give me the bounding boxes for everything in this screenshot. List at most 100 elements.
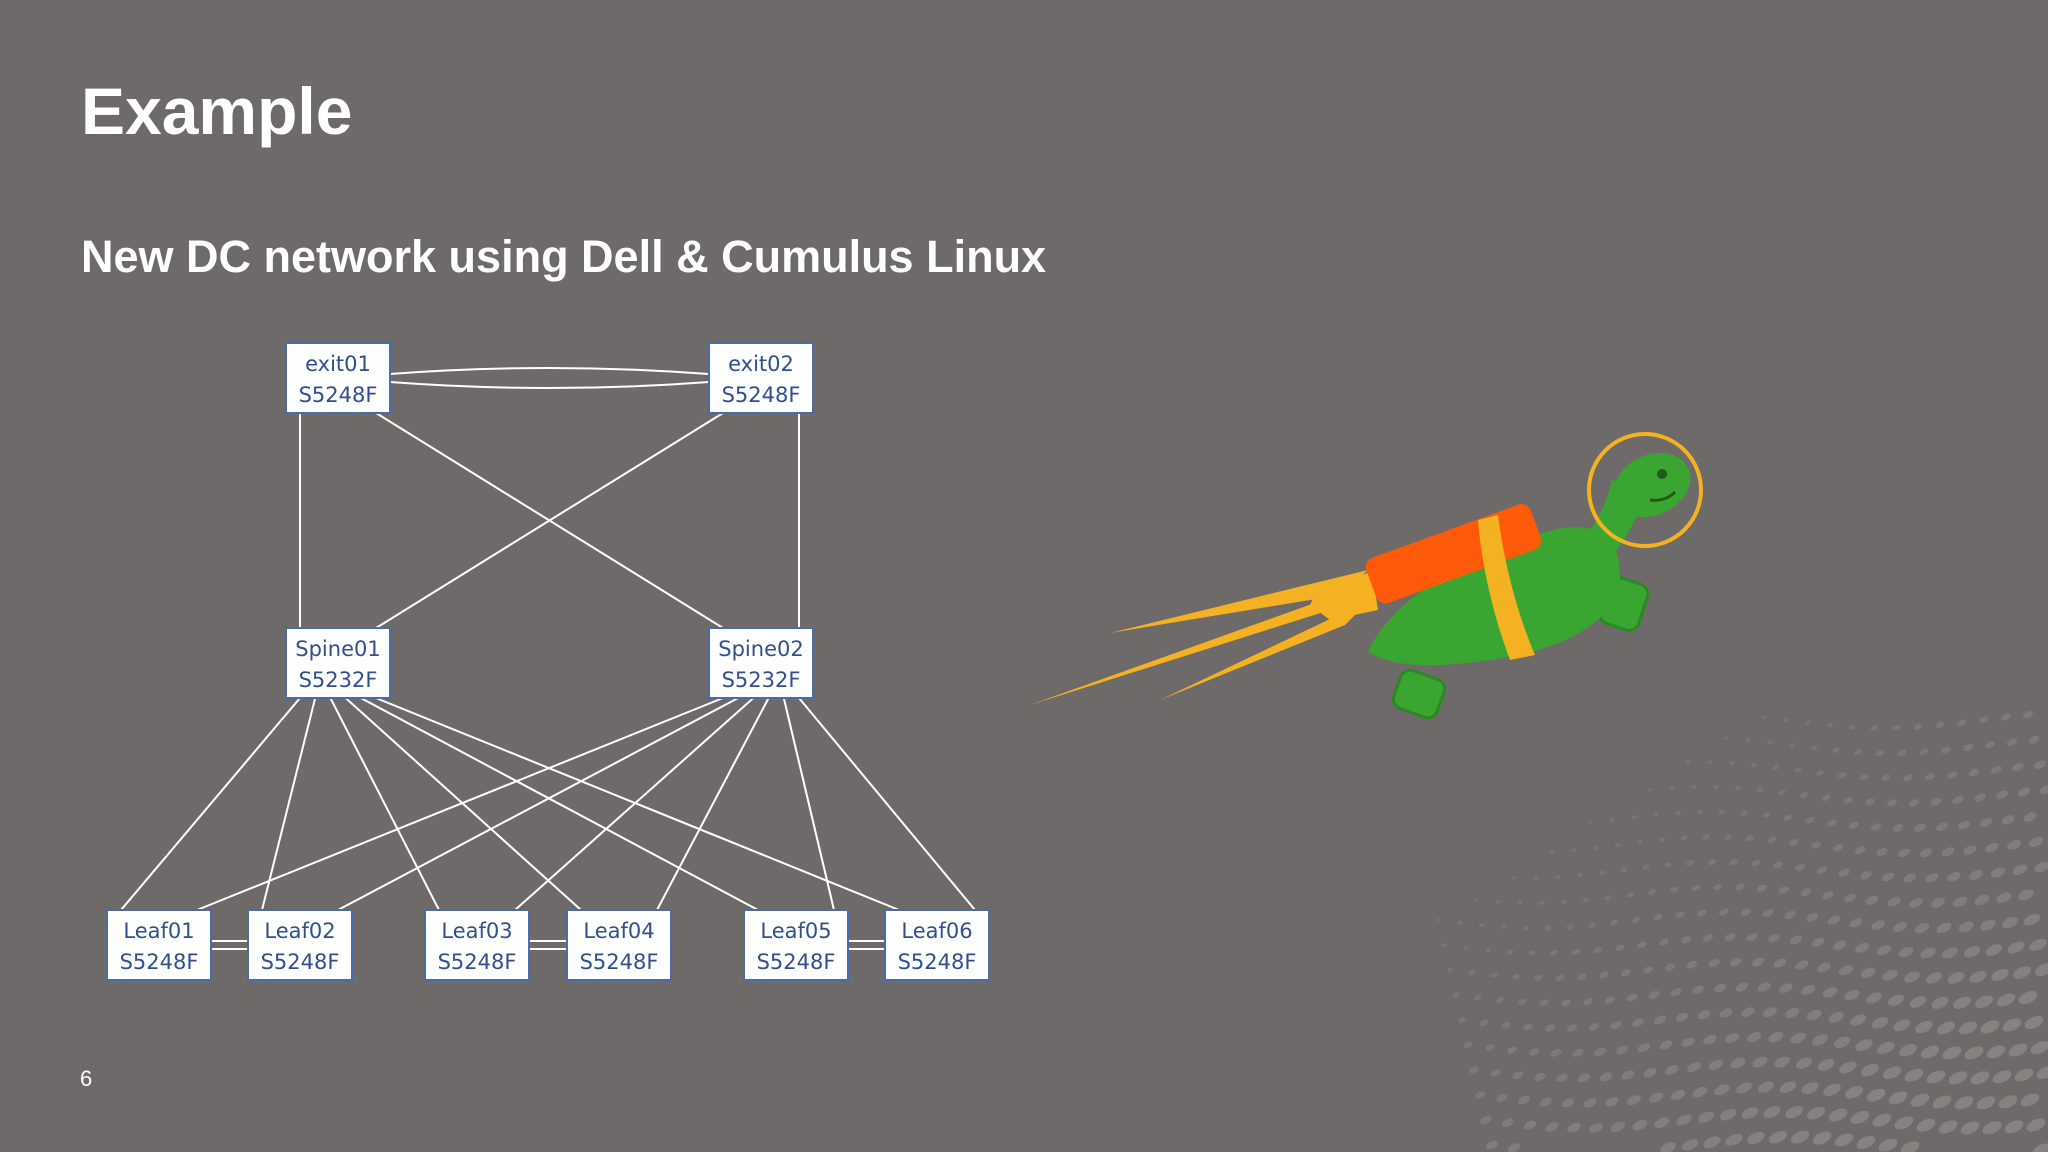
background-dot — [1876, 945, 1892, 956]
background-dot — [1501, 1021, 1511, 1029]
background-dot — [1703, 1034, 1717, 1045]
background-dot — [1523, 1023, 1533, 1031]
background-dot — [1914, 823, 1926, 832]
background-dot — [1915, 1020, 1933, 1034]
background-dot — [1469, 1066, 1479, 1074]
background-dot — [1849, 918, 1863, 928]
background-dot — [1746, 1032, 1762, 1043]
background-dot — [1610, 1121, 1626, 1132]
background-dot — [1457, 920, 1463, 925]
background-dot — [1703, 1136, 1721, 1149]
background-dot — [1941, 746, 1951, 754]
background-dot — [1747, 1131, 1765, 1145]
background-dot — [1881, 872, 1895, 882]
background-dot — [1757, 1081, 1775, 1093]
node-model: S5248F — [898, 950, 977, 974]
link-exit01-exit02 — [389, 367, 710, 375]
background-dot — [1490, 1069, 1502, 1077]
background-dot — [1533, 875, 1539, 880]
node-name: Leaf04 — [583, 919, 654, 943]
background-dot — [1936, 922, 1952, 934]
background-dot — [1774, 1056, 1790, 1068]
background-dot — [1875, 749, 1885, 756]
background-dot — [1725, 1033, 1739, 1043]
background-dot — [1598, 870, 1606, 876]
background-dot — [1763, 1106, 1781, 1119]
background-dot — [1952, 795, 1964, 805]
background-dot — [1615, 842, 1621, 848]
background-dot — [1756, 787, 1764, 793]
background-dot — [1707, 760, 1713, 765]
background-dot — [1730, 957, 1742, 967]
background-dot — [1686, 860, 1694, 866]
background-dot — [1778, 789, 1786, 796]
background-dot — [1909, 898, 1923, 908]
background-dot — [1741, 1107, 1759, 1119]
node-name: Leaf05 — [760, 919, 831, 943]
background-dot — [1974, 793, 1986, 802]
background-dot — [1828, 1011, 1844, 1023]
background-dot — [1913, 723, 1923, 730]
background-dot — [1861, 1063, 1879, 1077]
background-dot — [1871, 920, 1885, 931]
background-dot — [1723, 736, 1729, 740]
background-dot — [1810, 745, 1818, 751]
background-dot — [1783, 718, 1789, 723]
background-dot — [1708, 859, 1716, 866]
background-dot — [1866, 992, 1882, 1004]
background-dot — [1942, 1046, 1962, 1060]
background-dot — [1745, 835, 1755, 842]
background-dot — [1948, 1071, 1968, 1085]
link-spine02-leaf06 — [798, 697, 976, 911]
background-dot — [1848, 724, 1856, 730]
node-model: S5248F — [438, 950, 517, 974]
node-name: exit02 — [728, 352, 794, 376]
background-dot — [1941, 847, 1955, 857]
background-dot — [2034, 963, 2048, 977]
background-dot — [1583, 998, 1593, 1006]
node-name: exit01 — [305, 352, 371, 376]
background-dot — [1789, 935, 1803, 945]
background-dot — [1616, 1045, 1628, 1055]
background-dot — [1473, 898, 1479, 902]
node-box — [708, 342, 814, 414]
node-box — [743, 909, 849, 981]
node-box — [247, 909, 353, 981]
background-dot — [1675, 911, 1685, 919]
background-dot — [1878, 1138, 1898, 1152]
link-spine01-leaf06 — [375, 697, 900, 911]
background-dot — [1952, 896, 1968, 907]
background-dot — [1713, 883, 1723, 891]
background-dot — [1626, 993, 1638, 1002]
background-dot — [1849, 821, 1859, 829]
background-dot — [1675, 810, 1681, 816]
background-dot — [1865, 798, 1875, 806]
background-dot — [1937, 1021, 1955, 1035]
background-dot — [1544, 925, 1552, 931]
background-dot — [1599, 971, 1609, 979]
background-dot — [2001, 815, 2015, 825]
background-dot — [1925, 972, 1943, 984]
background-dot — [1550, 950, 1558, 956]
background-dot — [1621, 969, 1631, 977]
background-dot — [1691, 884, 1701, 892]
background-dot — [1916, 1118, 1936, 1132]
background-dot — [2018, 991, 2038, 1005]
background-dot — [1838, 868, 1850, 877]
flame-streak — [1030, 585, 1365, 705]
background-dot — [2008, 1043, 2028, 1057]
background-dot — [1850, 1014, 1866, 1026]
background-dot — [2004, 1120, 2024, 1134]
background-dot — [2013, 966, 2031, 979]
background-dot — [1670, 1089, 1686, 1101]
background-dot — [1507, 1046, 1517, 1054]
background-dot — [1990, 765, 2002, 774]
background-dot — [1593, 845, 1599, 850]
background-dot — [1854, 846, 1866, 855]
background-dot — [1610, 1021, 1622, 1030]
background-dot — [1665, 1065, 1679, 1075]
